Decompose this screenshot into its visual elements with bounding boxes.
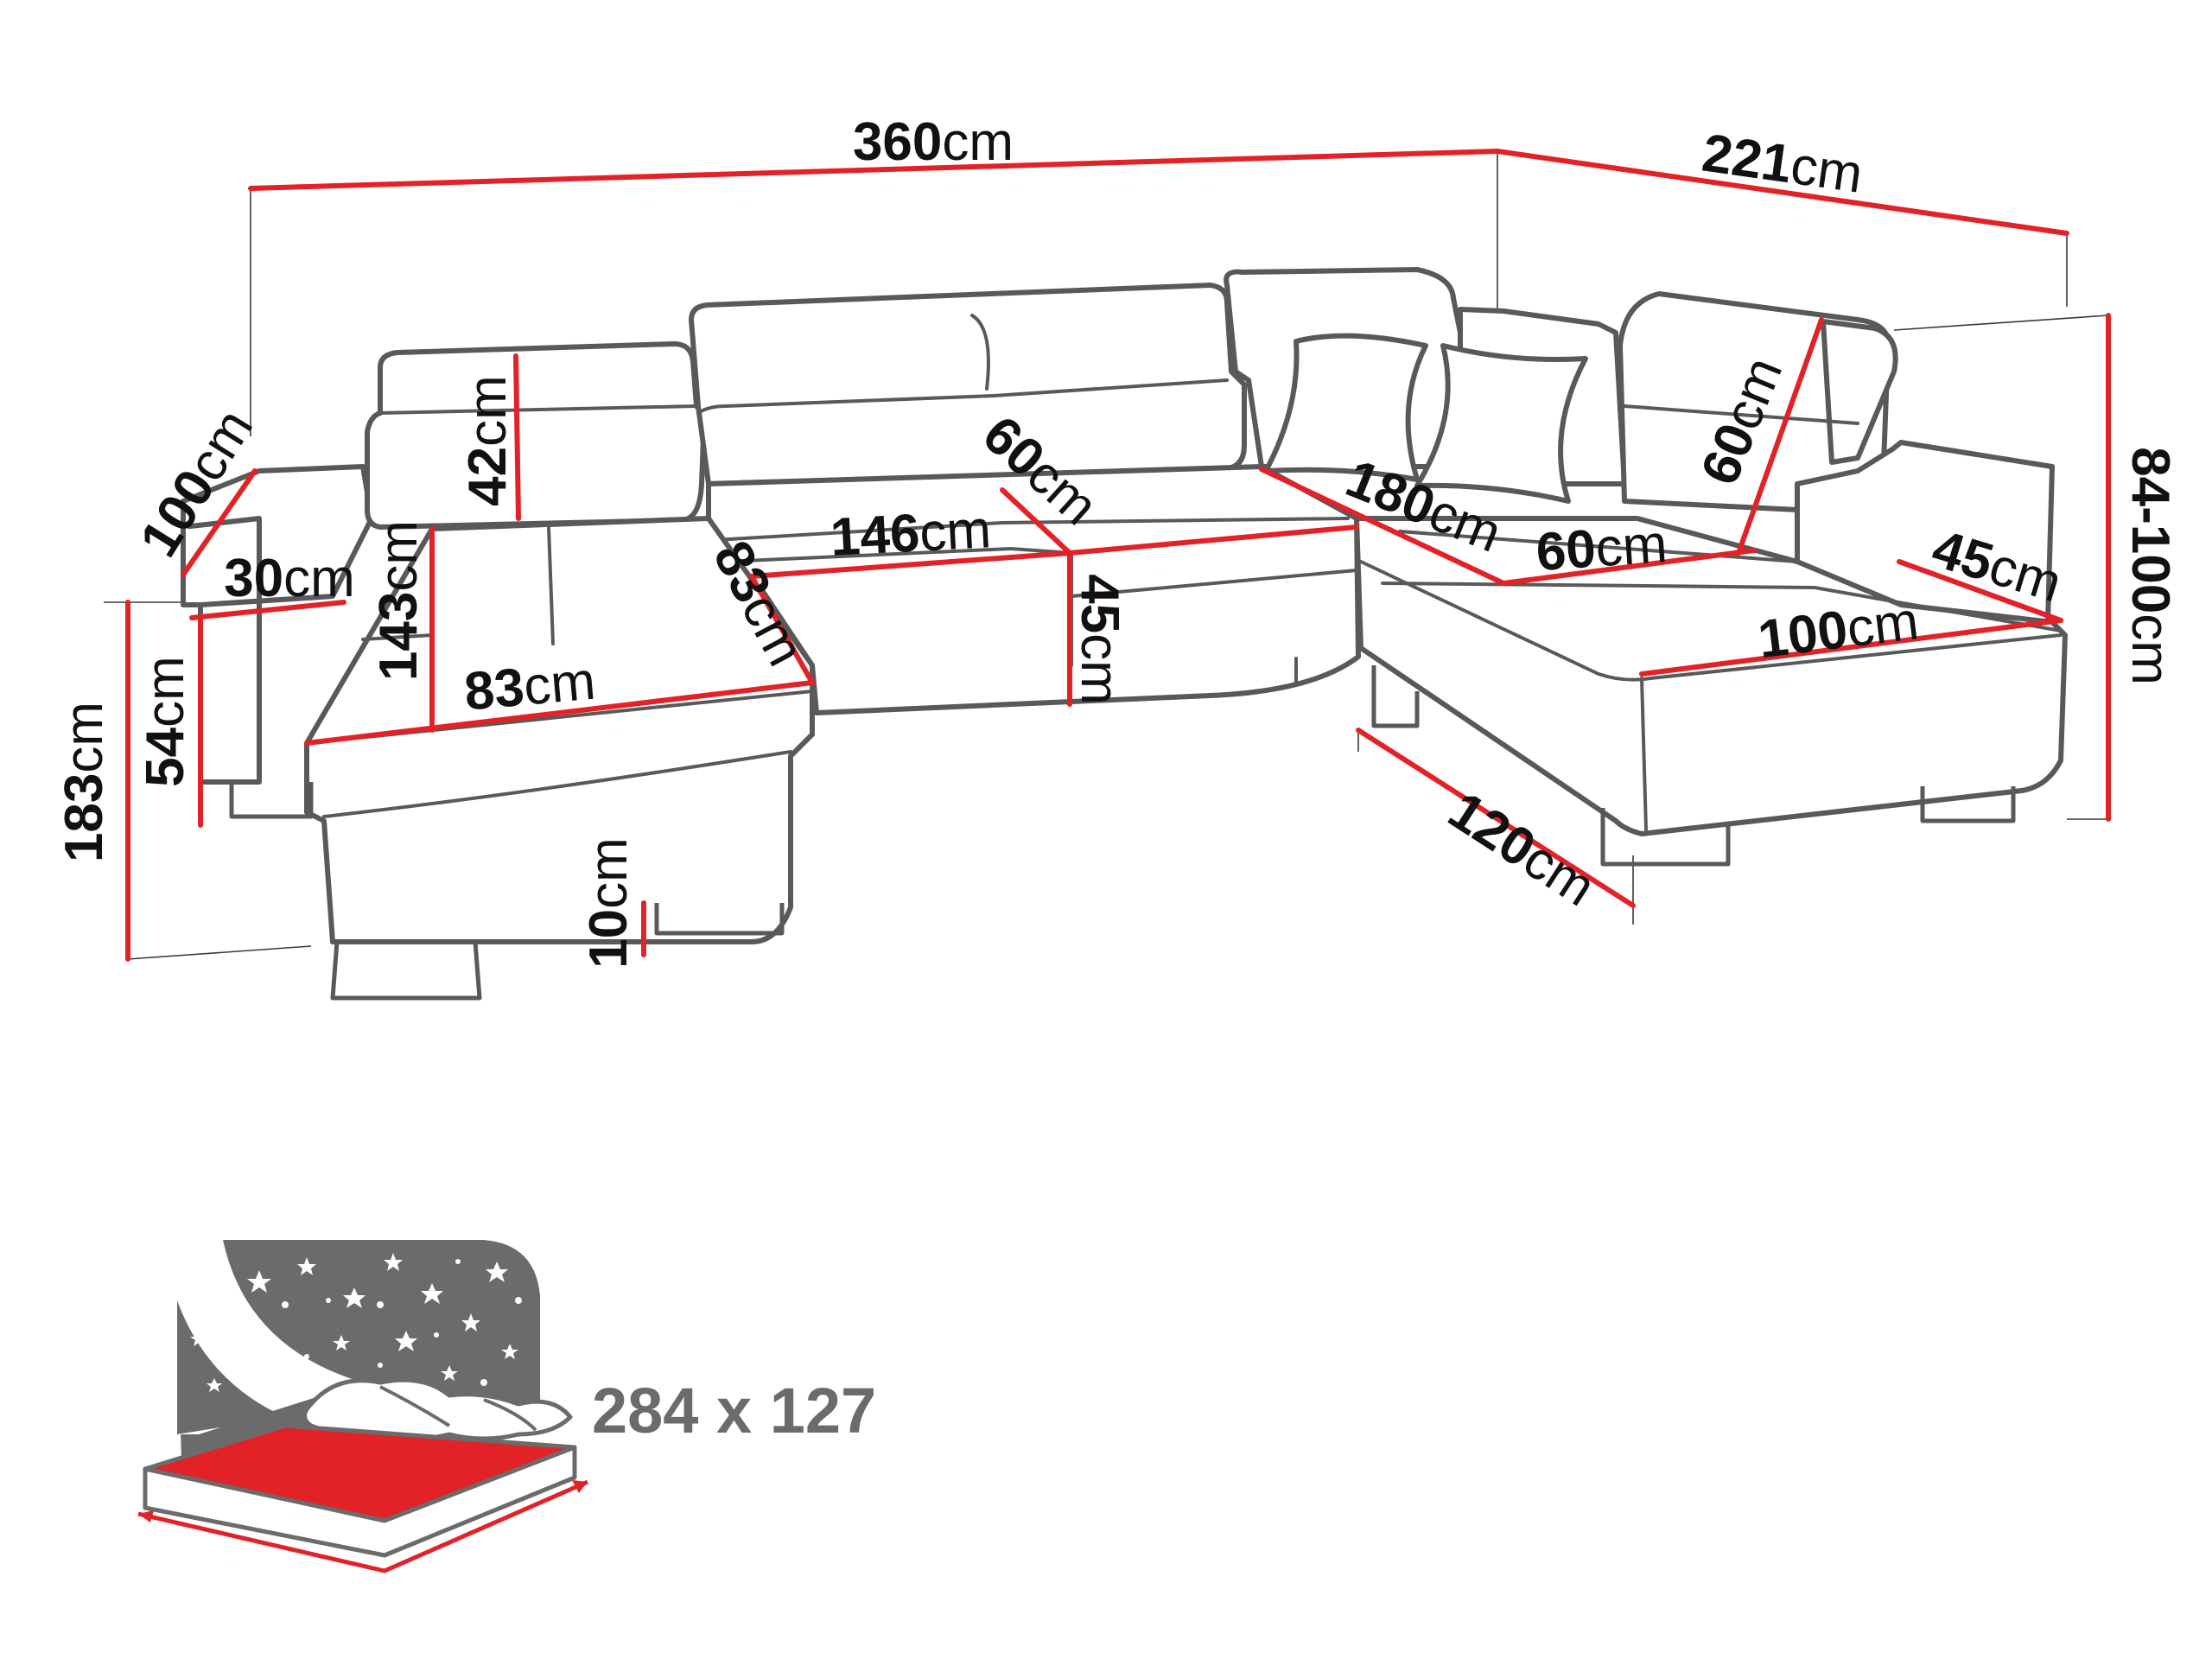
middle-seat — [706, 464, 1361, 715]
bed-dimension-line — [137, 1479, 589, 1573]
right-seat — [1354, 516, 2068, 836]
sleeping-bed-icon: 284 x 127 — [137, 1240, 876, 1573]
pillow-right — [1414, 343, 1588, 504]
dim-221: 221cm — [1699, 124, 1866, 205]
dim-100-ottoman: 100cm — [1755, 591, 1922, 670]
dim-54: 54cm — [136, 656, 195, 787]
leg — [330, 941, 482, 1001]
dimension-lines — [125, 149, 2111, 962]
pillow-left — [1263, 333, 1428, 482]
leg — [229, 782, 314, 819]
bed-base — [143, 1445, 577, 1558]
leg — [1920, 786, 2016, 823]
dim-146: 146cm — [829, 499, 992, 568]
stars — [190, 1253, 522, 1392]
sofa-drawing — [181, 267, 2068, 1001]
right-headrest-top — [1821, 319, 1898, 465]
leg — [1371, 665, 1420, 728]
dim-10: 10cm — [579, 837, 639, 969]
dim-143: 143cm — [369, 520, 429, 681]
dim-42: 42cm — [458, 375, 518, 506]
leg — [1600, 808, 1731, 867]
leg — [654, 903, 785, 936]
dim-45-seat: 45cm — [1070, 574, 1129, 705]
dim-84-100: 84-100cm — [2120, 447, 2180, 685]
bed-size-label: 284 x 127 — [592, 1375, 876, 1446]
dim-360: 360cm — [853, 112, 1014, 172]
dim-30: 30cm — [224, 549, 355, 608]
dim-60-right: 60cm — [1535, 514, 1669, 582]
dim-183: 183cm — [54, 702, 114, 862]
dim-83-width: 83cm — [462, 652, 598, 722]
guide-lines — [104, 151, 2109, 960]
dim-120: 120cm — [1438, 780, 1605, 918]
left-headrest — [365, 341, 707, 530]
